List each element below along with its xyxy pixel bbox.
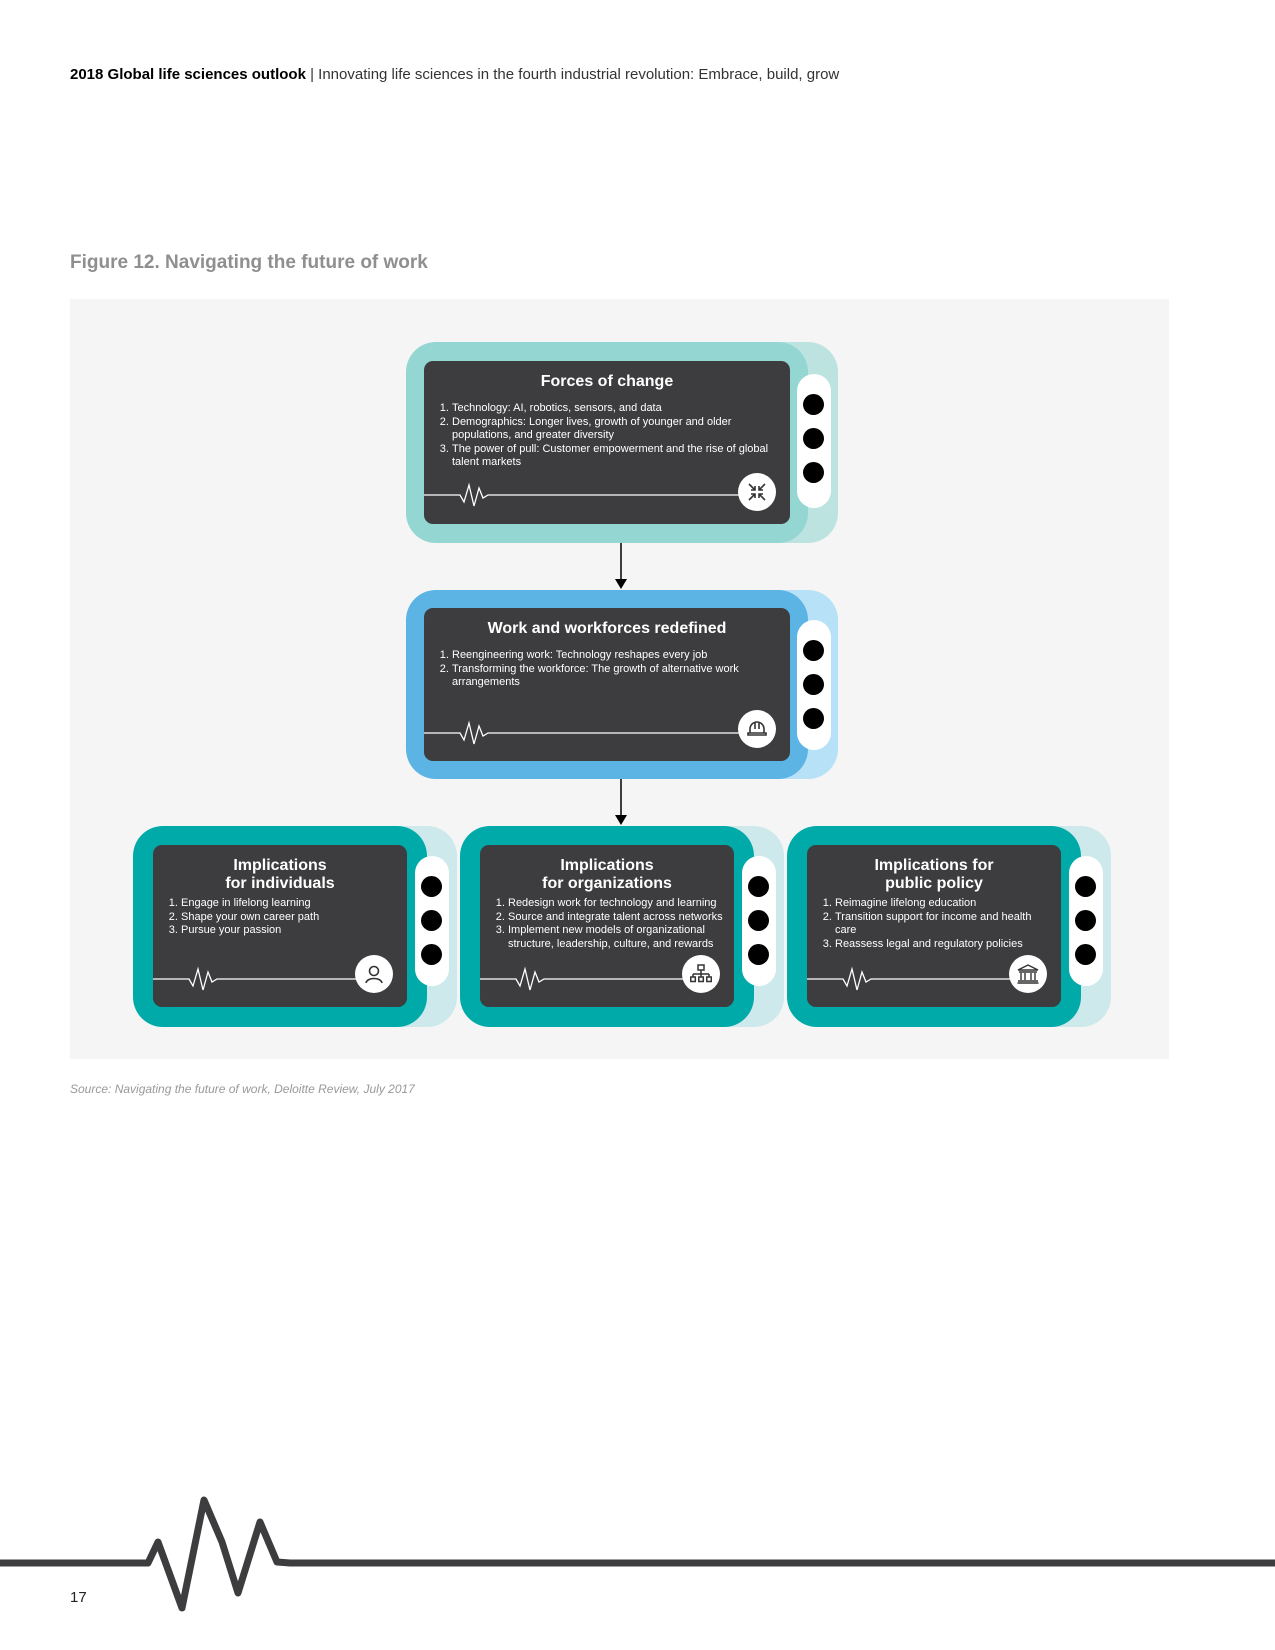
list-item: Implement new models of organizational s… xyxy=(508,924,730,951)
dot xyxy=(421,876,442,897)
card-title-line: for individuals xyxy=(225,875,335,892)
card-list: Redesign work for technology and learnin… xyxy=(480,897,736,951)
dot xyxy=(1075,876,1096,897)
dot xyxy=(421,944,442,965)
card-title-line: for organizations xyxy=(542,875,672,892)
figure-title: Figure 12. Navigating the future of work xyxy=(70,252,428,273)
card-title: Work and workforces redefined xyxy=(487,620,727,637)
hard-hat-icon xyxy=(738,710,776,748)
running-header: 2018 Global life sciences outlook | Inno… xyxy=(70,66,839,83)
list-item: Technology: AI, robotics, sensors, and d… xyxy=(452,402,772,416)
dot xyxy=(1075,944,1096,965)
org-chart-icon xyxy=(682,955,720,993)
dot xyxy=(803,708,824,729)
dot xyxy=(803,640,824,661)
list-item: Redesign work for technology and learnin… xyxy=(508,897,730,911)
pulse-line xyxy=(424,720,744,745)
list-item: Pursue your passion xyxy=(181,924,401,938)
dot xyxy=(748,910,769,931)
dot xyxy=(803,428,824,449)
report-subtitle: | Innovating life sciences in the fourth… xyxy=(305,66,840,83)
arrow-down-1 xyxy=(615,543,627,589)
dot xyxy=(803,674,824,695)
pulse-line xyxy=(807,966,1017,991)
arrows-inward-icon xyxy=(738,473,776,511)
pulse-line xyxy=(153,966,363,991)
card-title-line: Implications xyxy=(233,857,327,874)
person-icon xyxy=(355,955,393,993)
card-screen: Work and workforces redefined Reengineer… xyxy=(424,608,790,761)
card-screen: Forces of change Technology: AI, robotic… xyxy=(424,361,790,524)
dots-pill xyxy=(797,374,831,508)
list-item: Transforming the workforce: The growth o… xyxy=(452,663,772,690)
footer-heartbeat-line xyxy=(0,1496,1275,1612)
pulse-line xyxy=(480,966,690,991)
arrow-down-2 xyxy=(615,779,627,825)
dot xyxy=(803,462,824,483)
dots-pill xyxy=(1069,856,1103,986)
list-item: Reassess legal and regulatory policies xyxy=(835,938,1045,952)
list-item: Transition support for income and health… xyxy=(835,911,1045,938)
source-note: Source: Navigating the future of work, D… xyxy=(70,1082,415,1096)
dots-pill xyxy=(415,856,449,986)
list-item: The power of pull: Customer empowerment … xyxy=(452,443,772,470)
card-title-line: Implications for xyxy=(874,857,994,874)
card-list: Engage in lifelong learning Shape your o… xyxy=(153,897,407,938)
list-item: Reengineering work: Technology reshapes … xyxy=(452,649,772,663)
card-title-line: Implications xyxy=(560,857,654,874)
list-item: Demographics: Longer lives, growth of yo… xyxy=(452,416,772,443)
report-title: 2018 Global life sciences outlook xyxy=(70,66,306,83)
list-item: Shape your own career path xyxy=(181,911,401,925)
list-item: Reimagine lifelong education xyxy=(835,897,1045,911)
dot xyxy=(421,910,442,931)
pulse-line xyxy=(424,482,744,507)
dot xyxy=(803,394,824,415)
card-list: Reimagine lifelong education Transition … xyxy=(807,897,1051,951)
list-item: Engage in lifelong learning xyxy=(181,897,401,911)
dots-pill xyxy=(742,856,776,986)
card-title-line: public policy xyxy=(885,875,983,892)
government-building-icon xyxy=(1009,955,1047,993)
card-list: Reengineering work: Technology reshapes … xyxy=(424,649,778,690)
card-list: Technology: AI, robotics, sensors, and d… xyxy=(424,402,778,470)
list-item: Source and integrate talent across netwo… xyxy=(508,911,730,925)
page-number: 17 xyxy=(70,1589,87,1606)
dots-pill xyxy=(797,620,831,750)
dot xyxy=(748,876,769,897)
dot xyxy=(748,944,769,965)
card-title: Forces of change xyxy=(540,373,674,390)
dot xyxy=(1075,910,1096,931)
